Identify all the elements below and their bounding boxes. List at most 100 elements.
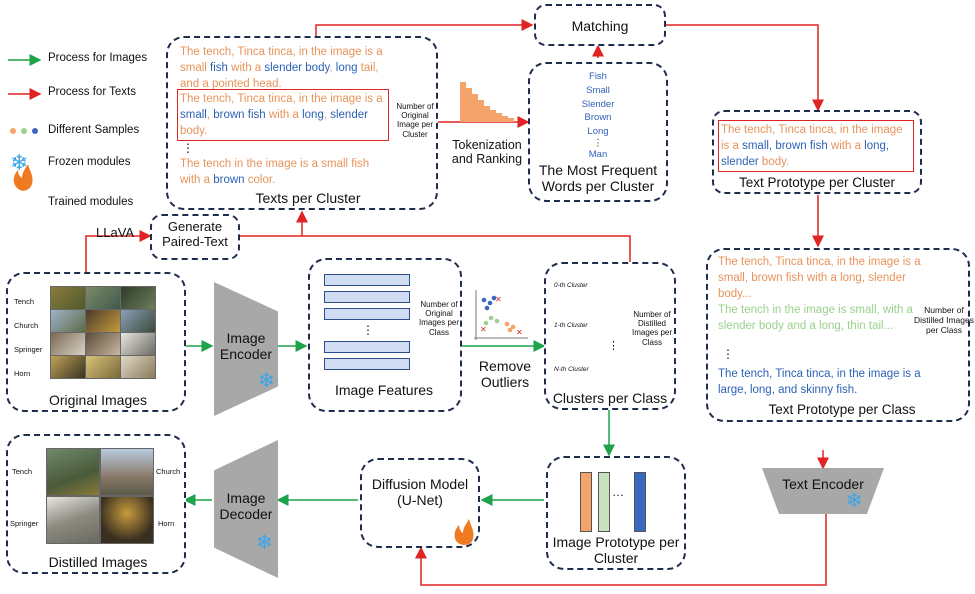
proto-bar-orange bbox=[580, 472, 592, 532]
image-encoder-snowflake-icon: ❄ bbox=[258, 370, 275, 392]
image-features-label: Image Features bbox=[334, 382, 434, 398]
cluster-0-label: 0-th Cluster bbox=[554, 282, 588, 289]
image-decoder-snowflake-icon: ❄ bbox=[256, 532, 273, 554]
histogram-icon bbox=[460, 82, 514, 122]
word-item: Man bbox=[588, 149, 608, 161]
clusters-ellipsis: ⋮ bbox=[608, 340, 619, 352]
text-encoder-label: Text Encoder bbox=[782, 476, 864, 492]
image-prototype-label: Image Prototype per Cluster bbox=[552, 534, 680, 567]
generate-paired-text-label: Generate Paired-Text bbox=[162, 219, 228, 249]
num-orig-image-per-cluster-label: Number of Original Image per Cluster bbox=[396, 102, 434, 139]
features-ellipsis: ⋮ bbox=[362, 323, 374, 337]
feature-vector bbox=[324, 274, 410, 286]
diffusion-model-label: Diffusion Model (U-Net) bbox=[371, 476, 469, 509]
legend-samples-label: Different Samples bbox=[48, 124, 140, 136]
image-prototype-box: … Image Prototype per Cluster bbox=[546, 456, 686, 570]
text-proto-class-box: The tench, Tinca tinca, in the image is … bbox=[706, 248, 974, 422]
distilled-images-box: Tench Church Springer Horn Distilled Ima… bbox=[6, 434, 186, 574]
clusters-per-class-box: 0-th Cluster 1-th Cluster N-th Cluster ⋮… bbox=[544, 262, 676, 410]
image-features-box: ⋮ Number of Original Images per Class Im… bbox=[308, 258, 462, 412]
scatter-outlier-icon: ✕ ✕ ✕ bbox=[474, 290, 528, 340]
distilled-image-tench bbox=[46, 448, 100, 496]
legend-dot-blue bbox=[32, 128, 38, 134]
sample-image bbox=[50, 355, 86, 379]
llava-label: LLaVA bbox=[96, 225, 135, 240]
matching-to-proto-arrow bbox=[666, 24, 824, 112]
word-item: Brown bbox=[584, 112, 612, 124]
matching-label: Matching bbox=[571, 18, 629, 34]
text-proto-cluster-label: Text Prototype per Cluster bbox=[738, 175, 896, 190]
feature-vector bbox=[324, 341, 410, 353]
num-distilled-class-label: Number of Distilled Images per Class bbox=[914, 305, 974, 335]
proto-dots: … bbox=[612, 485, 624, 499]
sample-image bbox=[120, 309, 156, 333]
text-proto-cluster-text: The tench, Tinca tinca, in the image is … bbox=[718, 120, 914, 173]
proto-bar-blue bbox=[634, 472, 646, 532]
distilled-label-tench: Tench bbox=[12, 467, 33, 476]
legend-dot-orange bbox=[10, 128, 16, 134]
sample-image bbox=[50, 309, 86, 333]
feature-vector bbox=[324, 308, 410, 320]
sample-image bbox=[85, 332, 121, 356]
word-item: ⋮ bbox=[593, 137, 603, 149]
texts-to-matching-arrow bbox=[315, 19, 534, 36]
remove-outliers-label: Remove Outliers bbox=[478, 358, 532, 391]
llava-arrow bbox=[85, 230, 152, 272]
distilled-label-horn: Horn bbox=[158, 519, 175, 528]
sample-image bbox=[85, 286, 121, 310]
distilled-image-springer bbox=[46, 496, 100, 544]
proto-bar-green bbox=[598, 472, 610, 532]
sample-image bbox=[50, 286, 86, 310]
text-proto-class-2: The tench in the image is small, with a … bbox=[718, 304, 913, 333]
most-frequent-words-box: Fish Small Slender Brown Long ⋮ Man The … bbox=[528, 62, 668, 202]
text-proto-class-label: Text Prototype per Class bbox=[768, 402, 916, 417]
cluster-text-2: The tench, Tinca tinca, in the image is … bbox=[177, 89, 389, 142]
cluster-text-3: The tench in the image is a small fish w… bbox=[180, 158, 370, 187]
distilled-label-church: Church bbox=[156, 467, 181, 476]
matching-box: Matching bbox=[534, 4, 666, 46]
distilled-images-label: Distilled Images bbox=[48, 554, 148, 570]
class-label-horn: Horn bbox=[14, 369, 31, 378]
original-images-label: Original Images bbox=[48, 392, 148, 408]
sample-image bbox=[120, 355, 156, 379]
legend-fire-icon bbox=[13, 164, 33, 191]
frequent-words-list: Fish Small Slender Brown Long ⋮ Man bbox=[566, 70, 630, 162]
paired-text-line bbox=[240, 235, 631, 262]
text-encoder-snowflake-icon: ❄ bbox=[846, 490, 863, 512]
encoder-to-diffusion-arrow bbox=[415, 514, 827, 586]
tokenization-ranking-label: Tokenization and Ranking bbox=[451, 138, 523, 167]
num-distilled-images-label: Number of Distilled Images per Class bbox=[631, 310, 673, 347]
svg-text:✕: ✕ bbox=[480, 325, 487, 334]
text-proto-class-ellipsis: ⋮ bbox=[722, 347, 734, 361]
cluster-text-1: The tench, Tinca tinca, in the image is … bbox=[180, 46, 383, 91]
sample-image bbox=[120, 286, 156, 310]
clusters-per-class-label: Clusters per Class bbox=[552, 390, 668, 406]
cluster-1-label: 1-th Cluster bbox=[554, 322, 588, 329]
most-frequent-words-label: The Most Frequent Words per Cluster bbox=[538, 162, 658, 195]
distilled-image-horn bbox=[100, 496, 154, 544]
sample-image bbox=[85, 309, 121, 333]
word-item: Small bbox=[586, 84, 610, 96]
image-encoder-label: Image Encoder bbox=[219, 330, 273, 363]
word-item: Slender bbox=[581, 98, 615, 110]
sample-image bbox=[50, 332, 86, 356]
svg-text:✕: ✕ bbox=[495, 295, 502, 304]
legend-frozen-label: Frozen modules bbox=[48, 156, 131, 168]
text-proto-class-1: The tench, Tinca tinca, in the image is … bbox=[718, 256, 921, 301]
class-label-springer: Springer bbox=[14, 345, 43, 354]
word-item: Fish bbox=[589, 71, 607, 82]
text-proto-class-3: The tench, Tinca tinca, in the image is … bbox=[718, 368, 921, 397]
distilled-image-church bbox=[100, 448, 154, 496]
generate-paired-text-box: Generate Paired-Text bbox=[150, 214, 240, 260]
legend-texts-label: Process for Texts bbox=[48, 86, 136, 98]
legend-images-label: Process for Images bbox=[48, 52, 148, 64]
cluster-text-ellipsis: ⋮ bbox=[182, 141, 194, 155]
num-orig-images-per-class-label: Number of Original Images per Class bbox=[418, 300, 460, 337]
distilled-label-springer: Springer bbox=[10, 519, 39, 528]
legend-snowflake-icon: ❄ bbox=[10, 150, 29, 175]
texts-per-cluster-label: Texts per Cluster bbox=[255, 190, 361, 206]
diffusion-model-box: Diffusion Model (U-Net) bbox=[360, 458, 480, 548]
feature-vector bbox=[324, 358, 410, 370]
text-encoder-shape bbox=[762, 468, 884, 514]
word-item: Long bbox=[587, 126, 609, 138]
